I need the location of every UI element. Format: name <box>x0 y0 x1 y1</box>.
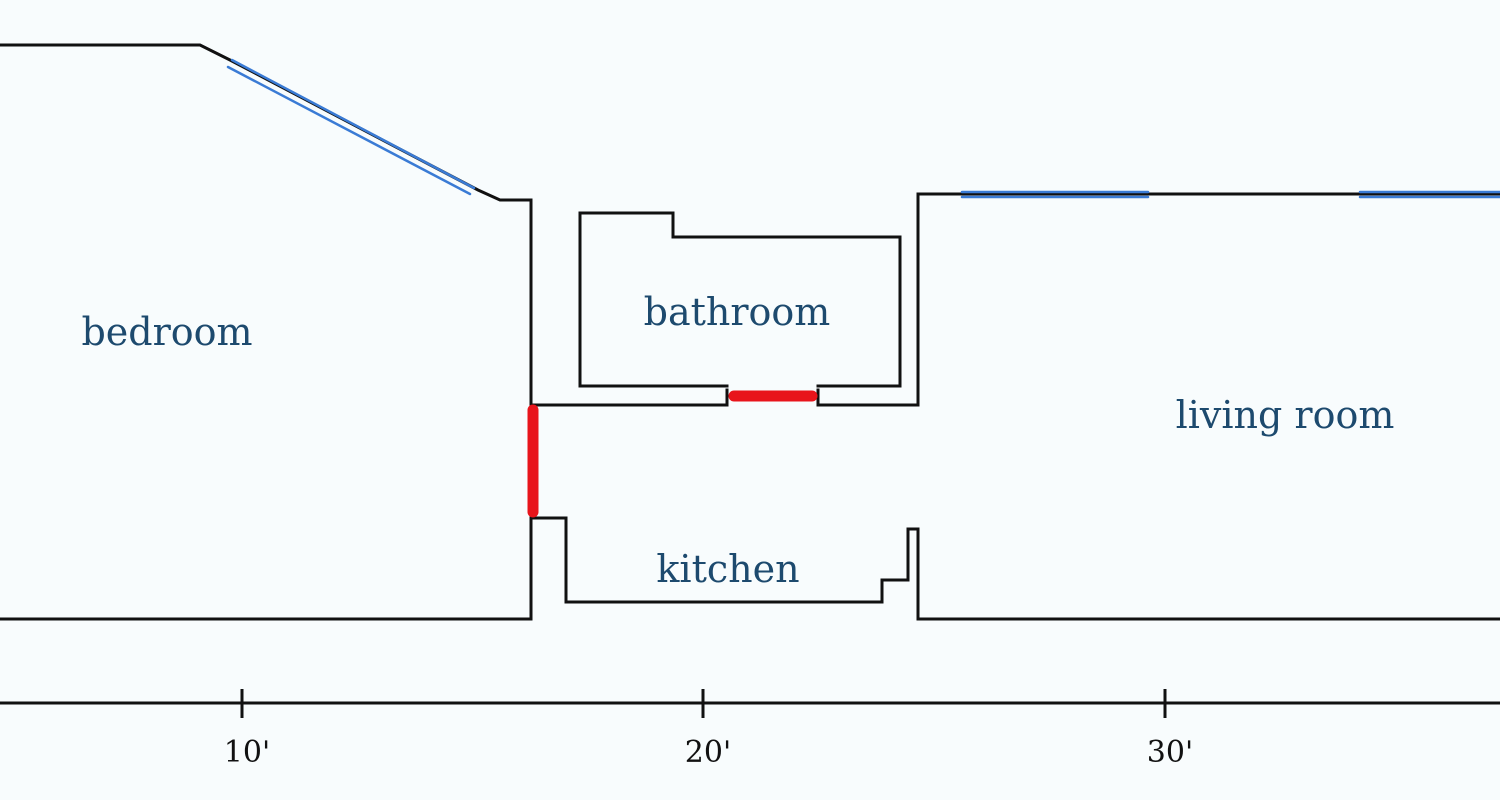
scale-label-30: 30' <box>1147 735 1193 770</box>
bedroom-wall <box>0 43 533 407</box>
room-labels: bedroom bathroom kitchen living room <box>81 290 1394 591</box>
bedroom-window <box>230 58 476 190</box>
hall-wall-north-right <box>816 192 1500 407</box>
doors <box>527 390 818 518</box>
bathroom-wall-west <box>578 211 729 388</box>
kitchen-wall <box>529 516 1500 621</box>
bathroom-wall <box>578 211 902 388</box>
bedroom-label: bedroom <box>81 310 252 354</box>
walls <box>0 43 1500 621</box>
windows <box>226 58 1500 199</box>
scale-label-20: 20' <box>685 735 731 770</box>
scale-bar: 10' 20' 30' <box>0 689 1500 770</box>
bathroom-label: bathroom <box>644 290 831 334</box>
bedroom-south-wall <box>0 516 533 621</box>
hall-wall-north-left <box>529 388 729 407</box>
kitchen-label: kitchen <box>656 547 799 591</box>
scale-label-10: 10' <box>224 735 270 770</box>
bedroom-window-inner <box>226 65 472 196</box>
living-room-label: living room <box>1176 393 1395 437</box>
